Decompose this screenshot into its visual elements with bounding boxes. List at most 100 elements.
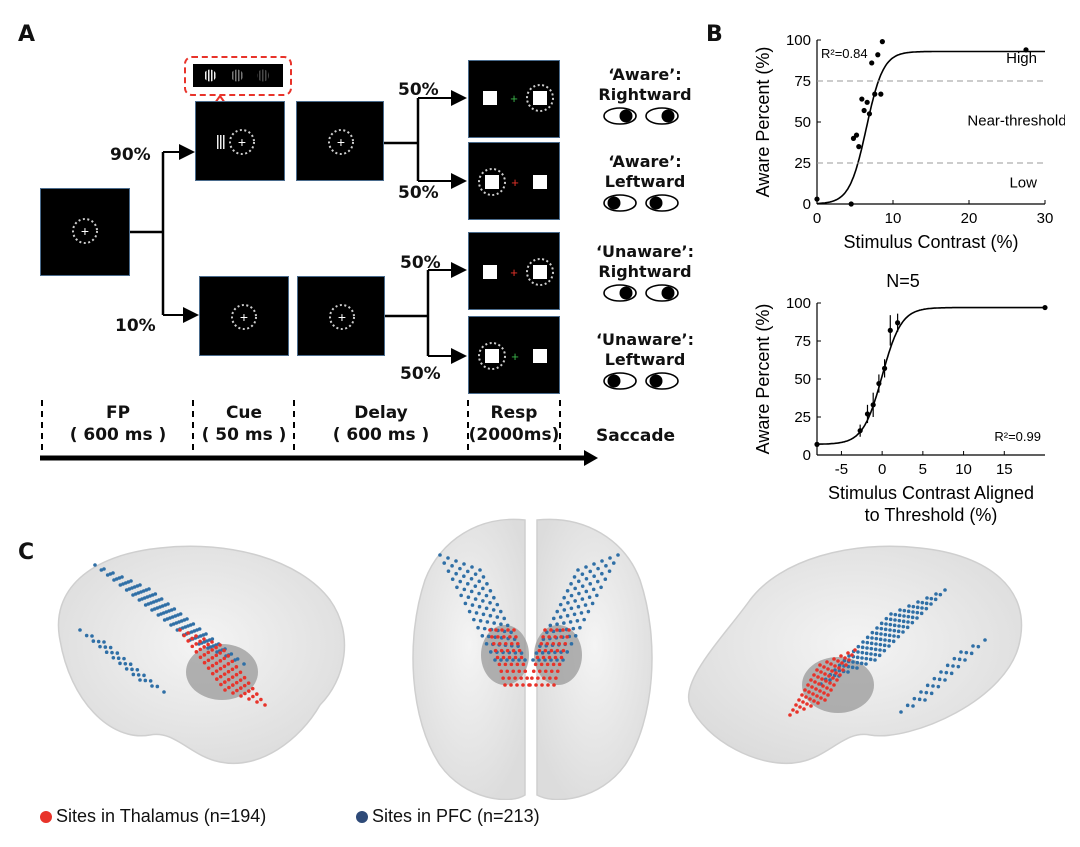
thalamus-site [838, 673, 842, 677]
pfc-site [482, 626, 487, 631]
pfc-site [882, 643, 887, 648]
thalamus-site [505, 648, 510, 653]
pfc-site [877, 653, 882, 658]
thalamus-site [826, 693, 830, 697]
thalamus-site [235, 688, 239, 693]
pfc-site [509, 630, 513, 635]
pfc-site [870, 636, 874, 640]
pfc-site [595, 593, 599, 598]
thalamus-site [263, 703, 267, 707]
pfc-site [499, 622, 503, 627]
pfc-site [476, 625, 480, 630]
thalamus-site [214, 669, 219, 673]
pfc-site [945, 663, 950, 668]
pfc-site [915, 616, 919, 620]
y-tick-label: 100 [786, 295, 811, 312]
pfc-site [492, 595, 496, 600]
x-tick-label: 5 [919, 461, 927, 478]
data-point [861, 107, 867, 114]
pfc-site [855, 655, 860, 660]
pfc-site [470, 603, 475, 607]
pfc-site [578, 625, 582, 630]
x-tick-label: 10 [885, 210, 902, 227]
pfc-site [929, 596, 934, 601]
thalamus-site [525, 676, 529, 680]
pfc-site [565, 650, 570, 654]
thalamus-site [509, 641, 514, 646]
thalamus-site [513, 655, 518, 660]
data-point [879, 39, 885, 45]
thalamus-site [513, 676, 517, 680]
thalamus-site [797, 698, 801, 702]
pfc-site [511, 658, 515, 662]
y-tick-label: 50 [794, 114, 811, 131]
thalamus-site [182, 633, 186, 638]
thalamus-site [801, 700, 805, 704]
pfc-site [531, 658, 535, 662]
pfc-site [874, 636, 879, 641]
thalamus-site [804, 695, 808, 699]
pfc-site [943, 678, 947, 682]
thalamus-site [226, 677, 231, 682]
pfc-site [78, 628, 82, 632]
pfc-site [910, 615, 915, 620]
thalamus-site [194, 634, 198, 638]
thalamus-site [247, 689, 251, 693]
pfc-site [569, 593, 574, 598]
pfc-site [555, 609, 560, 614]
pfc-site [874, 631, 879, 636]
fit-curve [817, 306, 1045, 445]
pfc-site [616, 553, 620, 557]
pfc-site [883, 638, 887, 642]
pfc-site [577, 591, 581, 596]
pfc-site [120, 575, 124, 579]
pfc-site [485, 620, 490, 624]
pfc-site [108, 645, 113, 650]
pfc-site [599, 585, 603, 590]
x-tick-label: 0 [878, 461, 886, 478]
thalamus-site [250, 686, 255, 691]
pfc-site [850, 665, 855, 670]
pfc-site [93, 563, 97, 567]
eyes-left-icon [603, 372, 679, 390]
eyes-left-icon [603, 194, 679, 212]
data-point [856, 144, 862, 150]
x-tick-label: 15 [996, 461, 1013, 478]
pfc-site [584, 589, 589, 594]
thalamus-site [234, 680, 239, 685]
pfc-site [856, 644, 861, 649]
pfc-site [874, 642, 878, 646]
pfc-site [906, 620, 910, 624]
pfc-site [611, 561, 616, 565]
thalamus-site [503, 662, 508, 667]
thalamus-site [567, 628, 571, 632]
pfc-site [937, 677, 942, 682]
data-point [853, 132, 860, 138]
pfc-site [865, 635, 870, 640]
pfc-site [584, 576, 589, 581]
pfc-site [575, 618, 580, 623]
pfc-site [442, 561, 447, 565]
thalamus-site [499, 669, 504, 674]
pfc-site [929, 691, 934, 696]
pfc-site [505, 658, 509, 662]
thalamus-site [255, 692, 259, 696]
thalamus-site [243, 691, 247, 696]
pfc-site [135, 667, 140, 672]
thalamus-site [210, 648, 214, 652]
pfc-site [481, 575, 486, 579]
thalamus-site [549, 669, 554, 674]
pfc-site [929, 602, 933, 606]
pfc-site [477, 591, 481, 596]
x-tick-label: 20 [961, 210, 978, 227]
thalamus-site [499, 648, 504, 653]
thalamus-site [805, 702, 809, 706]
legend-pfc: Sites in PFC (n=213) [356, 806, 540, 827]
pfc-site [873, 647, 878, 652]
pfc-site [84, 633, 89, 638]
pfc-site [864, 662, 868, 666]
thalamus-site [559, 655, 564, 660]
thalamus-site [850, 653, 854, 657]
thalamus-site [503, 683, 507, 687]
